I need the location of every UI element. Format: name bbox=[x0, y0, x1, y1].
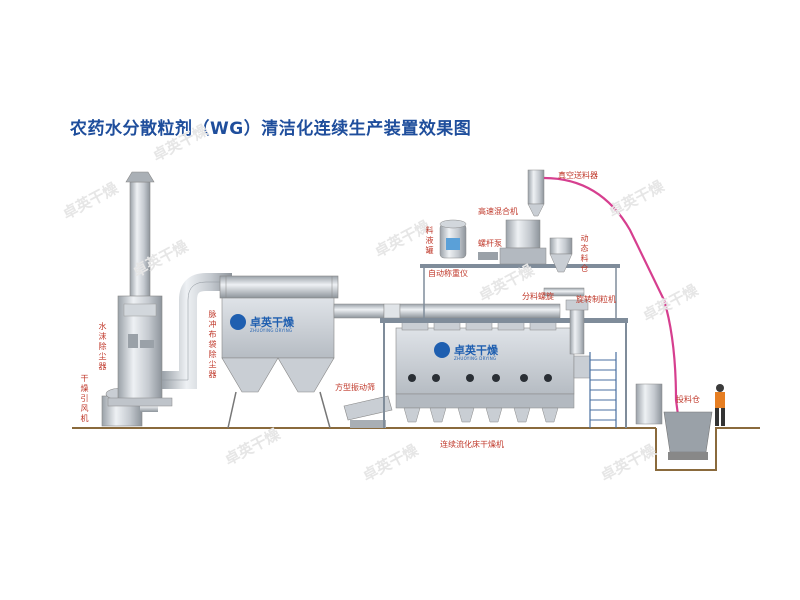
feed-bin bbox=[635, 383, 713, 460]
label-distribution-screw: 分料螺旋 bbox=[522, 292, 554, 301]
conveyor-hose bbox=[543, 176, 682, 431]
screw-pump bbox=[478, 252, 498, 260]
exhaust-pipe bbox=[162, 273, 232, 389]
label-screw-pump: 螺杆泵 bbox=[478, 239, 502, 248]
brand-en-dryer: ZHUOYING DRYING bbox=[454, 356, 497, 361]
brand-logo-icon bbox=[230, 314, 450, 358]
label-fluid-bed-dryer: 连续流化床干燥机 bbox=[440, 440, 504, 449]
label-high-speed-mixer: 高速混合机 bbox=[478, 207, 518, 216]
label-rotary-granulator: 旋转制粒机 bbox=[576, 295, 616, 304]
floor-line bbox=[72, 427, 760, 471]
label-feed-bin: 投料仓 bbox=[676, 395, 700, 404]
label-dynamic-bin: 动态料仓 bbox=[580, 234, 589, 273]
label-pulse-bag-filter: 脉冲布袋除尘器 bbox=[208, 310, 217, 379]
fluid-bed-dryer bbox=[395, 321, 591, 423]
brand-name-dryer: 卓英干燥 bbox=[454, 344, 498, 357]
vibrating-screen bbox=[343, 395, 393, 428]
label-water-scrubber: 水沫除尘器 bbox=[98, 322, 107, 371]
brand-name-filter: 卓英干燥 bbox=[250, 316, 294, 329]
brand-en-filter: ZHUOYING DRYING bbox=[250, 328, 293, 333]
label-auto-weigher: 自动称重仪 bbox=[428, 269, 468, 278]
label-vacuum-conveyor: 真空送料器 bbox=[558, 171, 598, 180]
label-induced-fan: 干燥引风机 bbox=[80, 374, 89, 423]
page-title: 农药水分散粒剂（WG）清洁化连续生产装置效果图 bbox=[70, 119, 472, 139]
pulse-bag-filter bbox=[219, 275, 339, 429]
liquid-tank bbox=[439, 219, 467, 259]
operator-figure bbox=[715, 384, 725, 426]
label-liquid-tank: 料液罐 bbox=[425, 226, 434, 255]
water-scrubber bbox=[107, 171, 173, 407]
platform-stairs bbox=[380, 264, 628, 428]
vacuum-conveyor bbox=[527, 169, 545, 217]
high-speed-mixer bbox=[499, 219, 547, 265]
label-vibrating-screen: 方型振动筛 bbox=[335, 383, 375, 392]
rotary-granulator bbox=[543, 287, 589, 355]
dynamic-bin bbox=[549, 237, 573, 273]
dryer-exhaust-pipe bbox=[333, 303, 561, 319]
